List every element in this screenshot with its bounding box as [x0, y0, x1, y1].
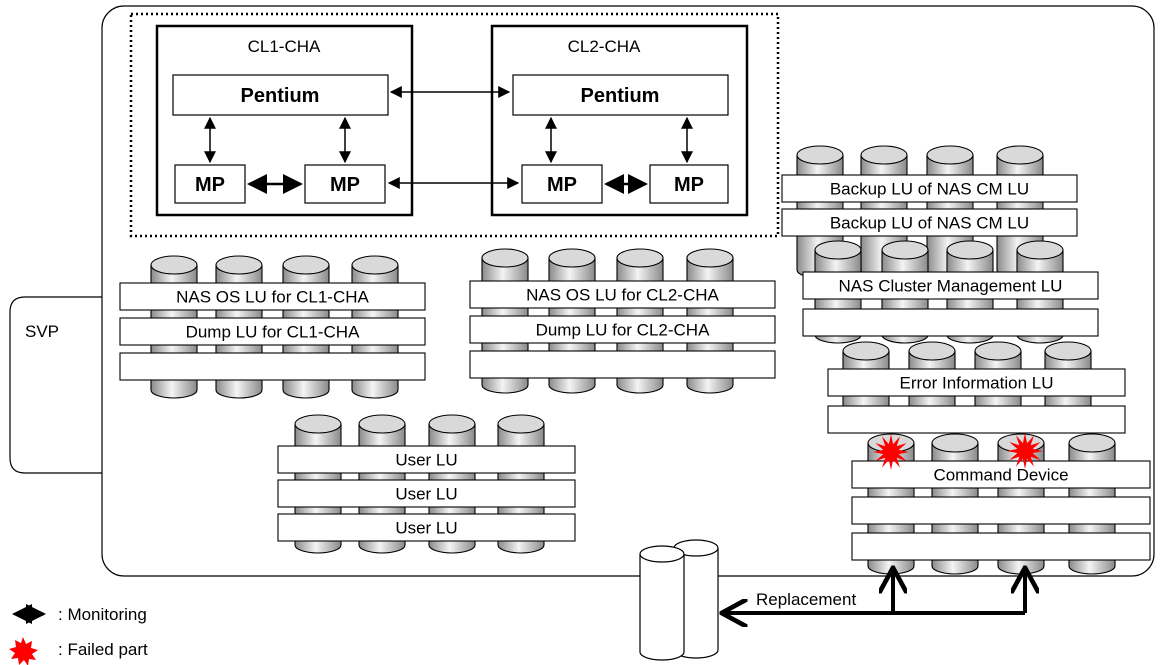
- mp-box: [304, 164, 386, 204]
- disk-top: [881, 240, 929, 260]
- pentium-box: [512, 74, 729, 116]
- disk-top: [616, 248, 664, 268]
- command-lu-group: Command Device: [851, 433, 1151, 575]
- lu-row: [119, 317, 426, 346]
- mp-label: MP: [195, 174, 225, 196]
- disk-top: [215, 255, 263, 275]
- pentium-label: Pentium: [581, 85, 660, 107]
- disk-top: [860, 145, 908, 165]
- lu-row-label: NAS OS LU for CL1-CHA: [176, 288, 369, 307]
- lu-row-label: NAS OS LU for CL2-CHA: [526, 286, 719, 305]
- controller-name: CL2-CHA: [568, 37, 641, 56]
- svp-box: [9, 296, 102, 474]
- controller-cl2: CL2-CHA Pentium MP MP: [490, 24, 749, 217]
- disk-top: [931, 433, 979, 453]
- pentium-box: [172, 74, 389, 116]
- mp-box: [649, 164, 729, 204]
- lu-row: [802, 308, 1099, 337]
- disk-top: [814, 240, 862, 260]
- lu-row: [469, 350, 776, 379]
- mp-label: MP: [330, 174, 360, 196]
- disk-top: [946, 240, 994, 260]
- disk-top: [926, 145, 974, 165]
- mp-box: [521, 164, 603, 204]
- lu-row: [277, 513, 576, 542]
- legend: : Monitoring : Failed part: [9, 604, 148, 665]
- disk-top: [481, 248, 529, 268]
- user-lu-group: User LU User LU User LU: [277, 414, 576, 554]
- disk-top: [1016, 240, 1064, 260]
- disk-top: [1044, 341, 1092, 361]
- lu-row-label: Dump LU for CL1-CHA: [186, 323, 360, 342]
- lu-row: [851, 496, 1151, 525]
- lu-row: [119, 282, 426, 311]
- lu-row: [802, 271, 1099, 300]
- disk-top: [294, 414, 342, 434]
- disk-top: [842, 341, 890, 361]
- lu-row-label: User LU: [395, 485, 457, 504]
- lu-row: [469, 315, 776, 344]
- lu-row-label: User LU: [395, 519, 457, 538]
- lu-row-label: Backup LU of NAS CM LU: [830, 214, 1029, 233]
- disk-top: [282, 255, 330, 275]
- disk-top: [548, 248, 596, 268]
- mp-box: [174, 164, 246, 204]
- lu-row-label: User LU: [395, 451, 457, 470]
- monitoring-legend-label: : Monitoring: [58, 605, 147, 624]
- lu-row-label: NAS Cluster Management LU: [839, 277, 1063, 296]
- disk-top: [150, 255, 198, 275]
- failed-part-legend-label: : Failed part: [58, 640, 148, 659]
- lu-row: [469, 280, 776, 309]
- cluster-region: [129, 12, 780, 238]
- cluster-lu-group: NAS Cluster Management LU: [802, 240, 1099, 344]
- error-lu-group: Error Information LU: [827, 341, 1126, 434]
- lu-row: [851, 460, 1151, 489]
- disk-top: [497, 414, 545, 434]
- disk-top: [351, 255, 399, 275]
- lu-row-label: Backup LU of NAS CM LU: [830, 180, 1029, 199]
- monitoring-arrows: [204, 86, 693, 194]
- disk-top: [796, 145, 844, 165]
- backup-lu-group: Backup LU of NAS CM LU Backup LU of NAS C…: [781, 145, 1078, 279]
- mp-label: MP: [674, 174, 704, 196]
- failed-part-icon: [873, 434, 909, 470]
- lu-row: [827, 405, 1126, 434]
- lu-row: [781, 208, 1078, 237]
- cl1-lu-group: NAS OS LU for CL1-CHA Dump LU for CL1-CHA: [119, 255, 426, 399]
- lu-row: [781, 174, 1078, 203]
- lu-row-label: Dump LU for CL2-CHA: [536, 321, 710, 340]
- disk-top: [908, 341, 956, 361]
- disk-top: [358, 414, 406, 434]
- disk-top: [428, 414, 476, 434]
- mp-label: MP: [547, 174, 577, 196]
- disk-top: [974, 341, 1022, 361]
- replacement-path: [724, 570, 1025, 613]
- controller-name: CL1-CHA: [248, 37, 321, 56]
- replacement-disk: [639, 539, 719, 661]
- cl2-lu-group: NAS OS LU for CL2-CHA Dump LU for CL2-CHA: [469, 248, 776, 394]
- lu-row-label: Error Information LU: [900, 374, 1054, 393]
- disk-top: [1068, 433, 1116, 453]
- pentium-label: Pentium: [241, 85, 320, 107]
- failed-part-legend-icon: [9, 637, 38, 665]
- lu-row: [851, 532, 1151, 561]
- lu-row: [827, 368, 1126, 397]
- replacement-label: Replacement: [756, 590, 856, 609]
- lu-row-label: Command Device: [933, 466, 1068, 485]
- failed-part-icon: [1007, 433, 1043, 469]
- svp-label: SVP: [25, 322, 59, 341]
- lu-row: [277, 479, 576, 508]
- disk-top: [996, 145, 1044, 165]
- lu-row: [119, 352, 426, 381]
- lu-row: [277, 445, 576, 474]
- disk-top: [686, 248, 734, 268]
- controller-cl1: CL1-CHA Pentium MP MP: [155, 24, 414, 217]
